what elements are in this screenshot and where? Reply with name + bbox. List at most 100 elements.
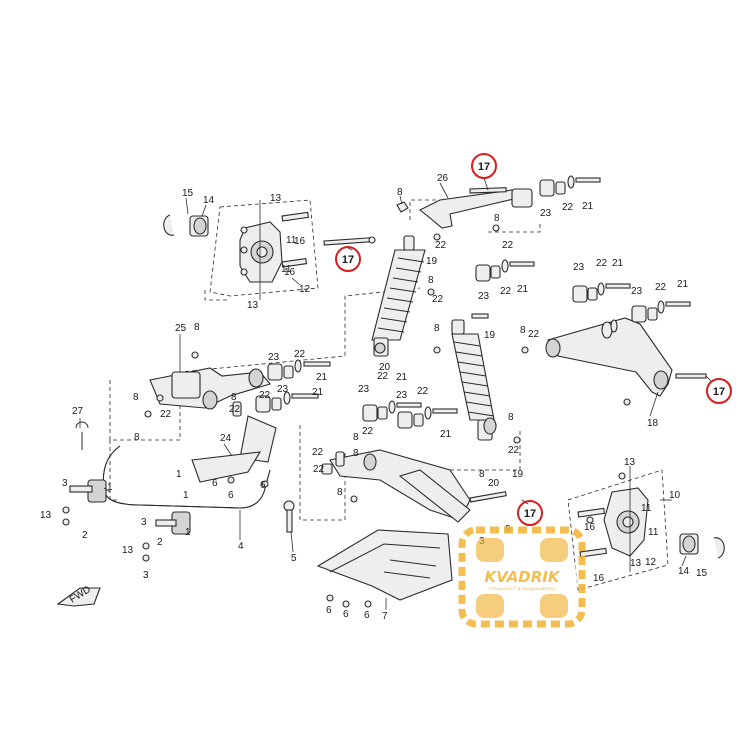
callout-22: 22: [377, 371, 389, 382]
callout-11: 11: [648, 527, 659, 538]
callout-23: 23: [277, 384, 289, 395]
leader-lines: [79, 182, 687, 610]
skid-plate: [316, 529, 453, 608]
callout-13: 13: [270, 193, 282, 204]
callout-14: 14: [678, 566, 690, 577]
highlighted-callouts: 17 17 17 17: [335, 153, 732, 526]
callout-13: 13: [630, 558, 642, 569]
callout-4: 4: [238, 541, 244, 552]
group-box-rear-left-knuckle: [209, 199, 319, 297]
callout-6: 6: [343, 609, 349, 620]
callout-22: 22: [562, 202, 574, 213]
middle-lower-arm: [321, 400, 507, 523]
callout-3: 3: [62, 478, 68, 489]
callout-21: 21: [582, 201, 594, 212]
callout-13: 13: [624, 457, 636, 468]
watermark-text: KVADRIK: [484, 568, 560, 586]
callout-8: 8: [134, 432, 140, 443]
callout-5: 5: [291, 553, 297, 564]
callout-labels: 15 14 13 11 11 16 13 12 16 8 26 22 23 22…: [40, 173, 708, 622]
left-lower-arm-bracket: [144, 351, 331, 483]
callout-18: 18: [647, 418, 659, 429]
frame-outline-bar: [204, 290, 230, 301]
callout-21: 21: [312, 387, 324, 398]
callout-8: 8: [494, 213, 500, 224]
callout-11: 11: [286, 235, 297, 246]
callout-13: 13: [122, 545, 134, 556]
callout-8: 8: [337, 487, 343, 498]
callout-22: 22: [313, 464, 325, 475]
callout-1: 1: [107, 482, 113, 493]
callout-8: 8: [353, 448, 359, 459]
callout-22: 22: [435, 240, 447, 251]
callout-8: 8: [194, 322, 200, 333]
callout-21: 21: [677, 279, 689, 290]
highlight-17-bottom-label: 17: [524, 508, 536, 520]
callout-22: 22: [417, 386, 429, 397]
callout-3: 3: [143, 570, 149, 581]
callout-2: 2: [82, 530, 88, 541]
callout-14: 14: [203, 195, 215, 206]
callout-16: 16: [284, 267, 296, 278]
callout-6: 6: [228, 490, 234, 501]
callout-22: 22: [432, 294, 444, 305]
callout-6: 6: [326, 605, 332, 616]
callout-22: 22: [500, 286, 512, 297]
callout-6: 6: [364, 610, 370, 621]
callout-19: 19: [484, 330, 496, 341]
callout-21: 21: [396, 372, 408, 383]
callout-20: 20: [379, 362, 391, 373]
callout-12: 12: [645, 557, 657, 568]
right-control-arm: [521, 282, 707, 406]
callout-11: 11: [281, 264, 292, 275]
stabilizer-bar: [62, 421, 295, 562]
callout-8: 8: [434, 323, 440, 334]
callout-21: 21: [316, 372, 328, 383]
callout-25: 25: [175, 323, 187, 334]
callout-8: 8: [479, 469, 485, 480]
callout-22: 22: [259, 390, 271, 401]
kvadrik-watermark: KVADRIK специалист в квадроциклах: [458, 526, 586, 628]
rear-right-knuckle-assembly: [577, 466, 725, 572]
callout-16: 16: [294, 236, 306, 247]
callout-22: 22: [502, 240, 514, 251]
callout-10: 10: [669, 490, 681, 501]
callout-3: 3: [141, 517, 147, 528]
callout-7: 7: [382, 611, 388, 622]
callout-15: 15: [696, 568, 708, 579]
frame-outline-right: [450, 428, 521, 471]
callout-21: 21: [440, 429, 452, 440]
fwd-direction-badge: FWD: [56, 584, 101, 607]
callout-23: 23: [540, 208, 552, 219]
callout-11: 11: [641, 503, 652, 514]
callout-16: 16: [593, 573, 605, 584]
frame-outline-bolts: [488, 222, 541, 233]
watermark-subtitle: специалист в квадроциклах: [488, 587, 556, 592]
callout-8: 8: [353, 432, 359, 443]
callout-13: 13: [40, 510, 52, 521]
callout-1: 1: [185, 527, 191, 538]
callout-22: 22: [655, 282, 667, 293]
callout-8: 8: [133, 392, 139, 403]
callout-23: 23: [358, 384, 370, 395]
shock-absorber-right: [433, 313, 521, 444]
callout-23: 23: [573, 262, 585, 273]
callout-6: 6: [260, 480, 266, 491]
callout-22: 22: [528, 329, 540, 340]
callout-6: 6: [212, 478, 218, 489]
callout-15: 15: [182, 188, 194, 199]
callout-22: 22: [160, 409, 172, 420]
highlight-17-right-label: 17: [713, 386, 725, 398]
callout-1: 1: [183, 490, 189, 501]
callout-8: 8: [428, 275, 434, 286]
callout-21: 21: [612, 258, 624, 269]
callout-21: 21: [517, 284, 529, 295]
callout-22: 22: [229, 404, 241, 415]
callout-22: 22: [362, 426, 374, 437]
callout-23: 23: [268, 352, 280, 363]
frame-outline-mid: [299, 425, 346, 521]
callout-2: 2: [157, 537, 163, 548]
highlight-17-left-label: 17: [342, 254, 354, 266]
callout-1: 1: [176, 469, 182, 480]
callout-26: 26: [437, 173, 449, 184]
